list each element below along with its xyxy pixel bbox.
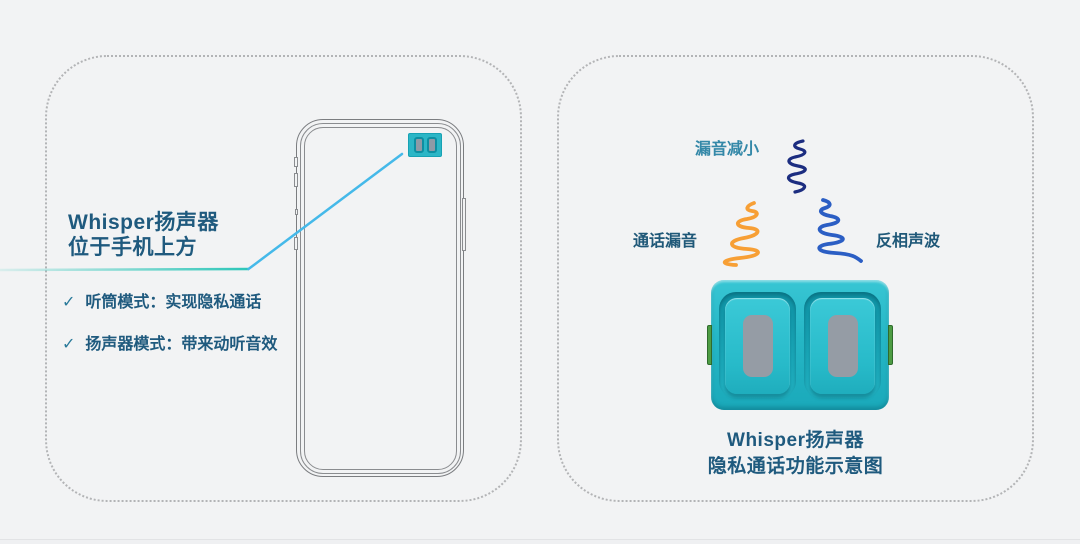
phone-side-button (294, 237, 298, 250)
sound-wave-icon-orange (722, 201, 760, 267)
feature-list: ✓ 听筒模式：实现隐私通话 ✓ 扬声器模式：带来动听音效 (62, 288, 277, 372)
speaker-magnet-slot (827, 315, 858, 377)
right-caption-line2: 隐私通话功能示意图 (707, 456, 884, 477)
speaker-slot-icon (426, 137, 437, 153)
phone-frame-line (299, 122, 461, 474)
sound-wave-icon-blue (817, 198, 863, 263)
phone-side-button (294, 157, 298, 167)
speaker-cell (719, 292, 796, 398)
sound-wave-icon-navy (787, 139, 807, 194)
list-item: ✓ 听筒模式：实现隐私通话 (62, 288, 277, 312)
checkmark-icon: ✓ (62, 294, 76, 311)
phone-power-button (462, 198, 466, 251)
speaker-cell (804, 292, 881, 398)
left-panel (45, 55, 522, 502)
whisper-speaker-illustration (707, 280, 893, 410)
label-call-leak: 通话漏音 (633, 233, 698, 250)
phone-top-speaker-icon (408, 133, 442, 157)
speaker-slot-icon (413, 137, 424, 153)
phone-side-notch (295, 209, 298, 215)
left-heading-line2: 位于手机上方 (68, 236, 197, 259)
speaker-cells (719, 292, 881, 398)
list-item-text: 听筒模式：实现隐私通话 (85, 294, 262, 311)
right-caption: Whisper扬声器 隐私通话功能示意图 (557, 428, 1034, 480)
phone-screen (303, 126, 457, 470)
label-leak-reduced: 漏音减小 (695, 141, 760, 158)
speaker-magnet-slot (742, 315, 773, 377)
phone-side-button (294, 173, 298, 187)
list-item: ✓ 扬声器模式：带来动听音效 (62, 330, 277, 354)
speaker-membrane (725, 298, 790, 394)
left-heading: Whisper扬声器 位于手机上方 (68, 210, 219, 260)
left-heading-line1: Whisper扬声器 (68, 211, 219, 234)
right-panel (557, 55, 1034, 502)
label-antiphase-wave: 反相声波 (876, 233, 941, 250)
bottom-edge-strip (0, 539, 1080, 544)
checkmark-icon: ✓ (62, 336, 76, 353)
speaker-connector-tab (707, 325, 712, 365)
speaker-connector-tab (888, 325, 893, 365)
right-caption-line1: Whisper扬声器 (727, 430, 864, 451)
speaker-membrane (810, 298, 875, 394)
list-item-text: 扬声器模式：带来动听音效 (85, 336, 278, 353)
phone-illustration (294, 119, 466, 477)
